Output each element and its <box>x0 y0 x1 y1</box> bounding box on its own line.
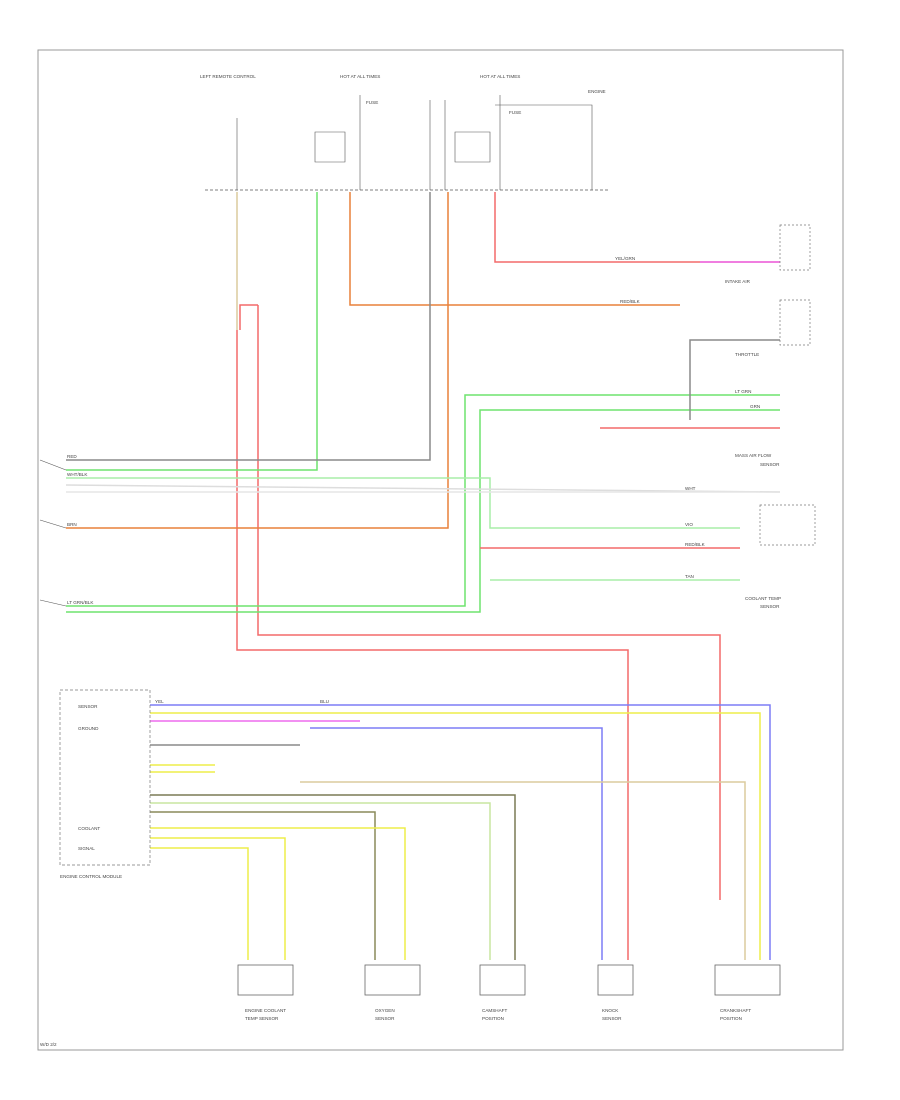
wire-yellow-6 <box>150 847 249 960</box>
wire-code-e: RED <box>67 454 77 459</box>
relay-boxes <box>236 95 593 190</box>
left-stub-1 <box>39 459 67 471</box>
wire-gray-1 <box>66 192 431 461</box>
wire-tan-ecm <box>300 781 746 960</box>
wire-red-1 <box>236 330 629 960</box>
top-label-5: FUSE <box>366 100 378 105</box>
bottom-label-5: POSITION <box>482 1016 504 1021</box>
wire-code-h: WHT <box>685 486 696 491</box>
relay-box-2 <box>454 131 491 163</box>
wires <box>65 192 781 960</box>
wire-blue-1 <box>150 704 771 960</box>
right-label-3: MASS AIR FLOW <box>735 453 772 458</box>
component-cmp <box>479 964 526 996</box>
wire-code-k: LT GRN/BLK <box>67 600 94 605</box>
wire-green-right-2 <box>66 409 780 613</box>
ecm-label-1: SENSOR <box>78 704 98 709</box>
wire-lightgreen-1 <box>66 477 740 529</box>
ecm-box <box>59 689 151 866</box>
bottom-label-2: OXYGEN <box>375 1008 395 1013</box>
left-stub-2 <box>39 519 67 529</box>
diagram-border <box>37 49 844 1051</box>
wire-orange-top <box>349 192 680 306</box>
right-label-5: COOLANT TEMP <box>745 596 781 601</box>
ecm-label-4: SIGNAL <box>78 846 95 851</box>
left-connector-stubs <box>39 459 67 607</box>
wire-green-right-1 <box>66 394 780 607</box>
component-maf <box>759 504 816 546</box>
wire-code-c: RED/BLK <box>620 299 641 304</box>
component-intake-air <box>779 224 811 271</box>
wire-orange-long <box>66 192 449 529</box>
top-label-3: HOT AT ALL TIMES <box>480 74 520 79</box>
top-label-4: ENGINE <box>588 89 606 94</box>
wire-green-top <box>66 192 318 471</box>
wire-code-m: BLU <box>320 699 329 704</box>
wire-code-f: WHT/BLK <box>67 472 88 477</box>
wire-code-g: BRN <box>67 522 77 527</box>
wire-code-n: TAN <box>685 574 694 579</box>
wire-gray-right <box>689 339 780 420</box>
bottom-label-6: KNOCK <box>602 1008 619 1013</box>
wire-code-labels: YEL/GRN LT GRN RED/BLK GRN RED WHT/BLK B… <box>67 256 760 704</box>
top-label-1: LEFT REMOTE CONTROL <box>200 74 256 79</box>
right-components: INTAKE AIR THROTTLE MASS AIR FLOW SENSOR… <box>725 224 816 609</box>
fuse-bracket <box>495 104 593 190</box>
wire-code-b: LT GRN <box>735 389 751 394</box>
wire-code-j: VIO <box>685 522 693 527</box>
bottom-label-0: ENGINE COOLANT <box>245 1008 286 1013</box>
wire-lightgreen-ecm <box>150 802 491 960</box>
bottom-label-9: POSITION <box>720 1016 742 1021</box>
top-header-labels: LEFT REMOTE CONTROL HOT AT ALL TIMES HOT… <box>200 74 606 115</box>
bottom-components: ENGINE COOLANT TEMP SENSOR OXYGEN SENSOR… <box>237 964 781 1021</box>
ecm-label-2: GROUND <box>78 726 99 731</box>
top-label-2: HOT AT ALL TIMES <box>340 74 380 79</box>
wire-code-i: RED/BLK <box>685 542 706 547</box>
wire-blue-2 <box>310 727 603 960</box>
ecm-label-0: ENGINE CONTROL MODULE <box>60 874 122 879</box>
component-ect <box>237 964 294 996</box>
bottom-label-3: SENSOR <box>375 1016 395 1021</box>
right-label-1: INTAKE AIR <box>725 279 751 284</box>
component-knock <box>597 964 634 996</box>
bottom-label-8: CRANKSHAFT <box>720 1008 751 1013</box>
wire-yellow-1 <box>150 712 761 960</box>
wire-code-a: YEL/GRN <box>615 256 635 261</box>
wire-lightgreen-2 <box>65 484 781 493</box>
wire-darkolive-2 <box>150 811 376 960</box>
wire-yellow-4 <box>150 827 406 960</box>
wire-red-top-right <box>494 192 780 263</box>
component-ckp <box>714 964 781 996</box>
ecm-labels: ENGINE CONTROL MODULE SENSOR GROUND COOL… <box>60 704 122 879</box>
bottom-label-1: TEMP SENSOR <box>245 1016 279 1021</box>
corner-label: W/D 2/2 <box>40 1042 57 1047</box>
component-throttle <box>779 299 811 346</box>
wire-code-d: GRN <box>750 404 760 409</box>
wire-yellow-5 <box>150 837 286 960</box>
relay-box-1 <box>314 131 346 163</box>
bottom-label-4: CAMSHAFT <box>482 1008 507 1013</box>
right-label-4: SENSOR <box>760 462 780 467</box>
top-label-6: FUSE <box>509 110 521 115</box>
right-label-2: THROTTLE <box>735 352 759 357</box>
wire-code-l: YEL <box>155 699 164 704</box>
component-o2 <box>364 964 421 996</box>
wire-darkolive-1 <box>150 794 516 960</box>
ecm-label-3: COOLANT <box>78 826 100 831</box>
right-label-6: SENSOR <box>760 604 780 609</box>
left-stub-3 <box>39 599 67 607</box>
bottom-label-7: SENSOR <box>602 1016 622 1021</box>
